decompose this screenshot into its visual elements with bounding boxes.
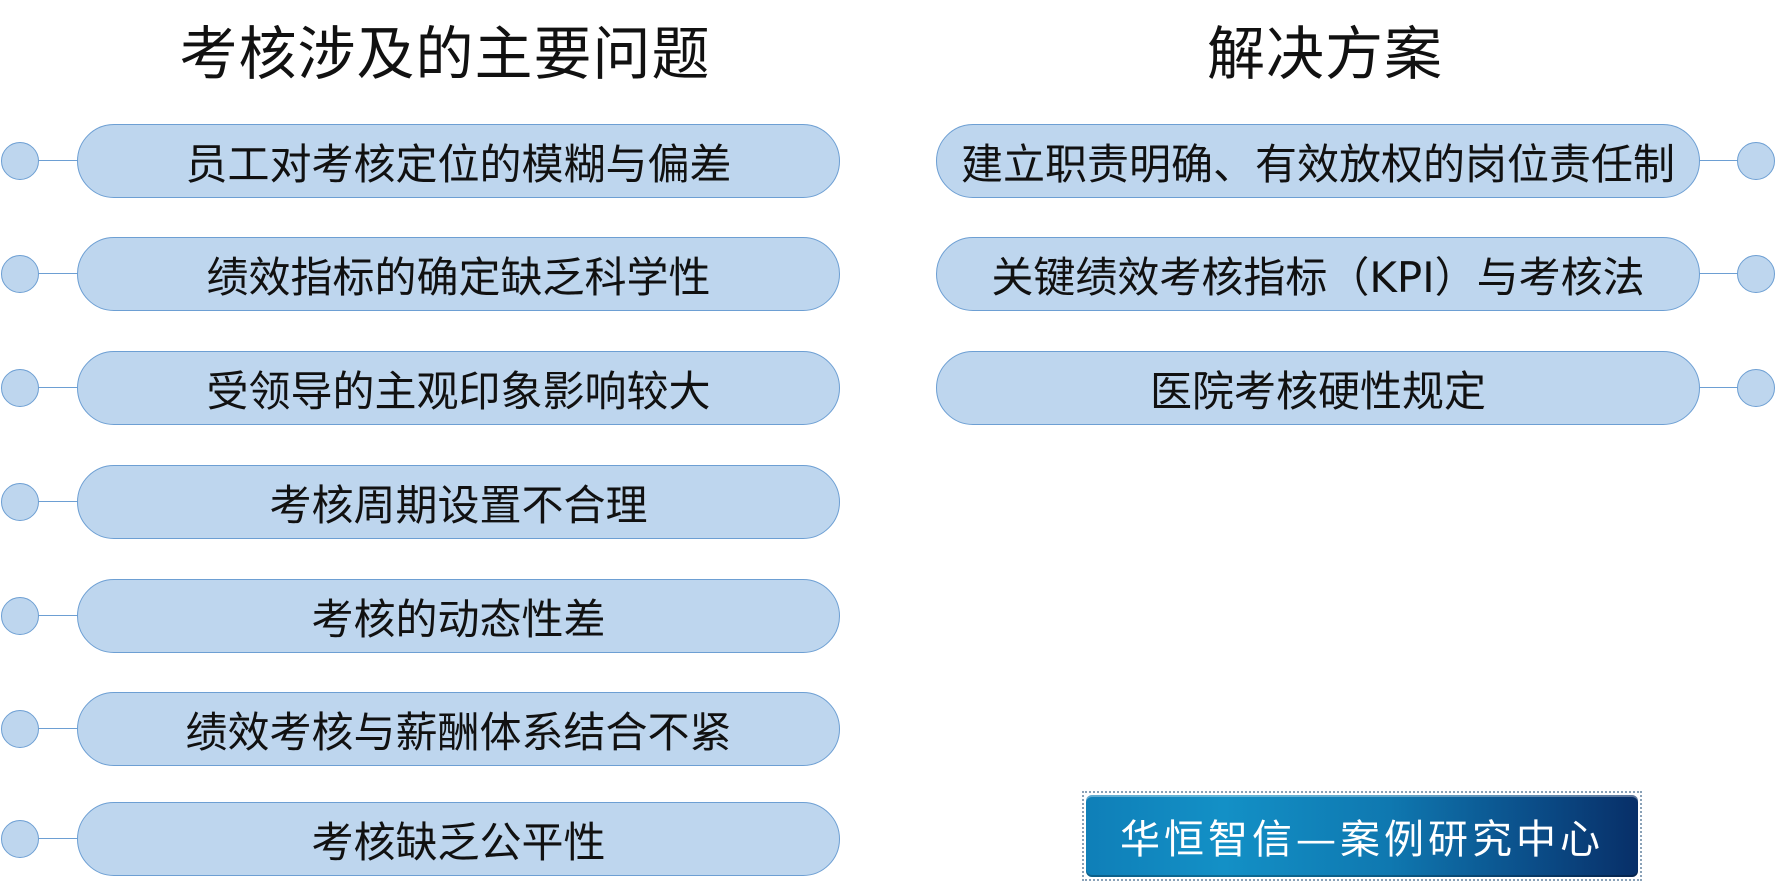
connector-line	[38, 273, 78, 274]
solution-item: 建立职责明确、有效放权的岗位责任制	[0, 124, 1776, 200]
solution-item: 医院考核硬性规定	[0, 351, 1776, 427]
bullet-circle	[1, 369, 39, 407]
problem-label: 绩效考核与薪酬体系结合不紧	[77, 692, 840, 766]
solution-label: 建立职责明确、有效放权的岗位责任制	[936, 124, 1700, 198]
bullet-circle	[1, 710, 39, 748]
connector-line	[38, 615, 78, 616]
problem-item: 绩效指标的确定缺乏科学性	[0, 237, 860, 313]
problems-heading: 考核涉及的主要问题	[179, 20, 711, 88]
connector-line	[38, 160, 78, 161]
connector-line	[38, 387, 78, 388]
bullet-circle	[1, 820, 39, 858]
problem-item: 考核缺乏公平性	[0, 802, 860, 878]
bullet-circle	[1, 483, 39, 521]
solution-item: 关键绩效考核指标（KPI）与考核法	[0, 237, 1776, 313]
brand-banner-text: 华恒智信—案例研究中心	[1086, 795, 1638, 877]
connector-line	[38, 728, 78, 729]
problem-label: 员工对考核定位的模糊与偏差	[77, 124, 840, 198]
bullet-circle	[1737, 255, 1775, 293]
problem-label: 绩效指标的确定缺乏科学性	[77, 237, 840, 311]
problem-label: 考核的动态性差	[77, 579, 840, 653]
problem-item: 绩效考核与薪酬体系结合不紧	[0, 692, 860, 768]
bullet-circle	[1, 255, 39, 293]
problem-label: 考核周期设置不合理	[77, 465, 840, 539]
connector-line	[1699, 387, 1738, 388]
solution-label: 关键绩效考核指标（KPI）与考核法	[936, 237, 1700, 311]
problem-label: 考核缺乏公平性	[77, 802, 840, 876]
bullet-circle	[1737, 369, 1775, 407]
solution-label: 医院考核硬性规定	[936, 351, 1700, 425]
solutions-heading: 解决方案	[1206, 20, 1443, 88]
bullet-circle	[1, 597, 39, 635]
problem-item: 考核的动态性差	[0, 579, 860, 655]
problem-item: 员工对考核定位的模糊与偏差	[0, 124, 860, 200]
problem-label: 受领导的主观印象影响较大	[77, 351, 840, 425]
connector-line	[38, 501, 78, 502]
problem-item: 受领导的主观印象影响较大	[0, 351, 860, 427]
connector-line	[1699, 273, 1738, 274]
problem-item: 考核周期设置不合理	[0, 465, 860, 541]
connector-line	[1699, 160, 1738, 161]
bullet-circle	[1737, 142, 1775, 180]
connector-line	[38, 838, 78, 839]
brand-banner: 华恒智信—案例研究中心	[1082, 791, 1642, 881]
bullet-circle	[1, 142, 39, 180]
